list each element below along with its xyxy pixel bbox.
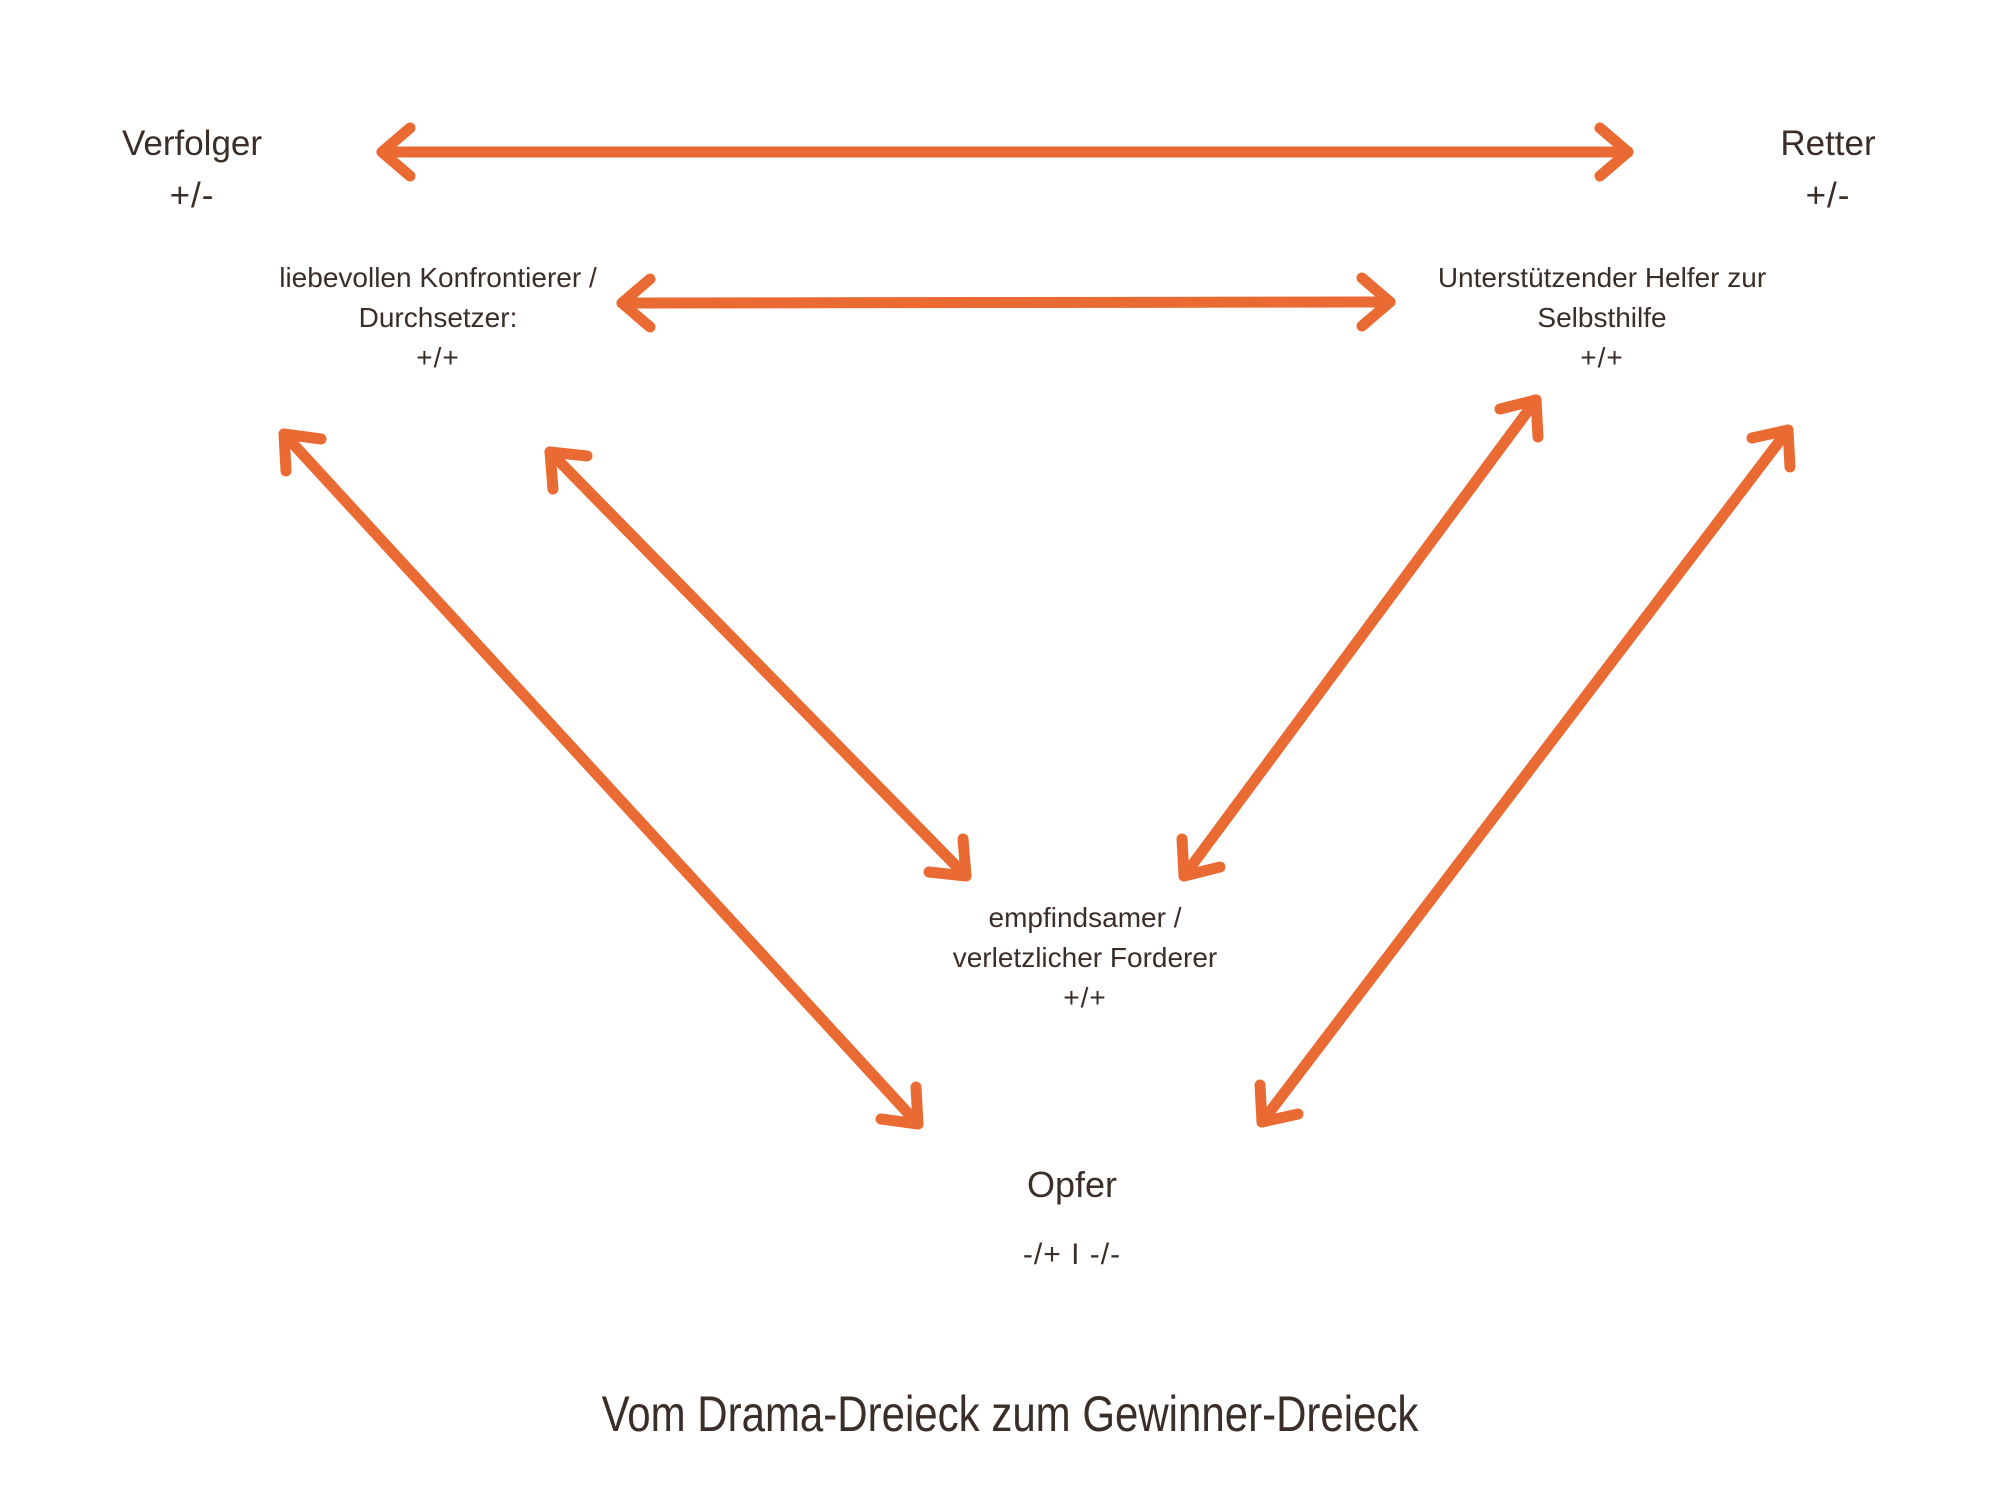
konfrontierer-score: +/+: [416, 342, 460, 373]
verfolger-score: +/-: [169, 176, 215, 215]
verfolger-label: Verfolger: [121, 124, 263, 163]
node-opfer: Opfer -/+ I -/-: [1023, 1162, 1121, 1272]
forderer-line2: verletzlicher Forderer: [952, 942, 1218, 973]
forderer-score: +/+: [1063, 982, 1107, 1013]
node-verfolger: Verfolger +/-: [122, 118, 262, 222]
retter-score: +/-: [1805, 176, 1851, 215]
arrow-verfolger-opfer: [278, 428, 924, 1130]
helfer-line2: Selbsthilfe: [1537, 302, 1667, 333]
node-konfrontierer: liebevollen Konfrontierer / Durchsetzer:…: [279, 258, 597, 378]
arrow-verfolger-retter: [376, 122, 1634, 182]
retter-label: Retter: [1780, 124, 1876, 163]
arrow-konfrontierer-helfer: [616, 272, 1396, 333]
opfer-score: -/+ I -/-: [1022, 1238, 1122, 1271]
arrow-forderer-helfer: [1176, 394, 1544, 882]
helfer-score: +/+: [1580, 342, 1624, 373]
node-retter: Retter +/-: [1780, 118, 1875, 222]
diagram-title: Vom Drama-Dreieck zum Gewinner-Dreieck: [601, 1386, 1419, 1442]
node-forderer: empfindsamer / verletzlicher Forderer +/…: [953, 898, 1218, 1018]
helfer-line1: Unterstützender Helfer zur: [1437, 262, 1767, 293]
konfrontierer-line1: liebevollen Konfrontierer /: [279, 262, 597, 293]
arrow-retter-opfer: [1254, 424, 1796, 1128]
forderer-line1: empfindsamer /: [988, 902, 1182, 933]
arrow-konfrontierer-forderer: [544, 446, 972, 882]
node-helfer: Unterstützender Helfer zur Selbsthilfe +…: [1438, 258, 1766, 378]
opfer-label: Opfer: [1026, 1164, 1118, 1205]
konfrontierer-line2: Durchsetzer:: [358, 302, 518, 333]
